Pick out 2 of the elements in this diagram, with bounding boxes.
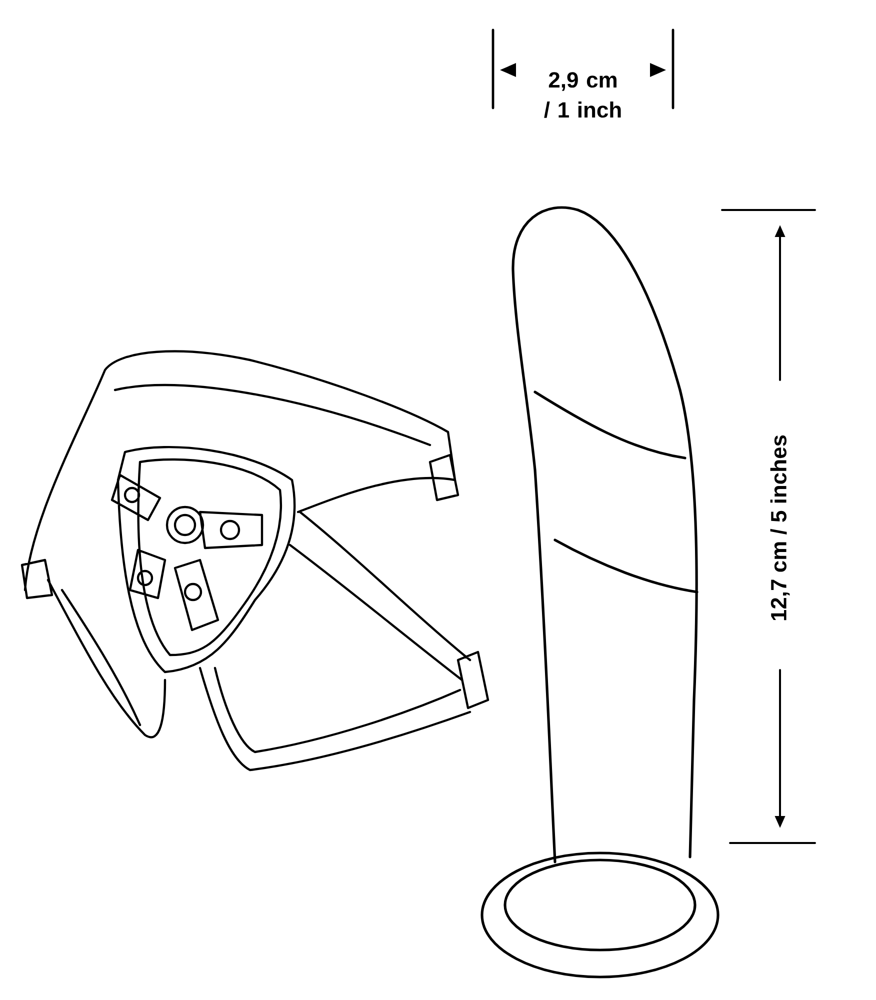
dimension-label: 2,9 cm / 1 inch (544, 72, 621, 118)
dimension-label: 12,7 cm / 5 inches (770, 435, 790, 620)
